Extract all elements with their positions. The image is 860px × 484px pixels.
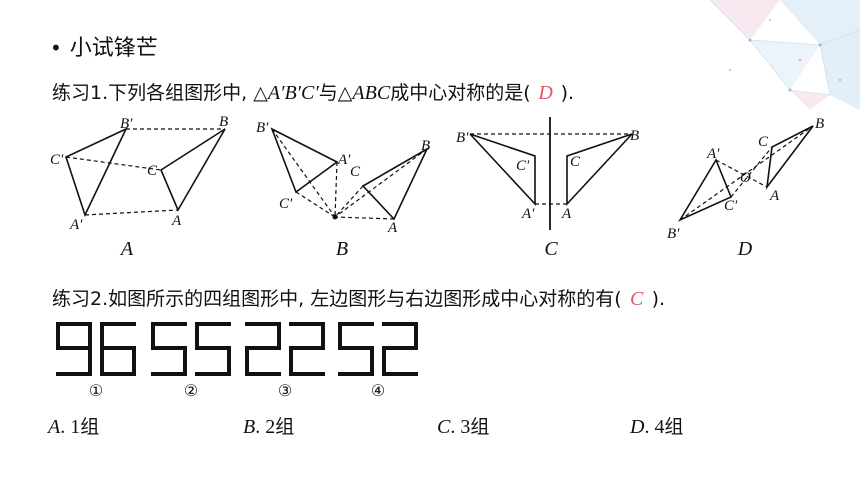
- digit-pair-4: [338, 322, 418, 376]
- exercise-1-mid: 与: [318, 82, 338, 104]
- group-marker-4: ④: [371, 383, 385, 400]
- figure-b-diagram: [270, 127, 429, 221]
- group-marker-1: ①: [89, 383, 103, 400]
- fig-a-label-cprime: C′: [50, 152, 64, 168]
- fig-b-label-b: B: [421, 138, 430, 154]
- fig-c-label-b: B: [630, 128, 639, 144]
- option-d[interactable]: D. 4组: [630, 412, 683, 439]
- option-a[interactable]: A. 1组: [48, 412, 99, 439]
- option-b-letter: B: [243, 416, 256, 438]
- figure-d-diagram: [677, 125, 814, 222]
- exercise-1-text-a: 下列各组图形中,: [108, 82, 254, 104]
- decorative-corner-pattern: [709, 0, 860, 110]
- digit-pair-2: [151, 322, 231, 376]
- fig-a-label-a: A: [171, 213, 182, 229]
- fig-a-label-b: B: [219, 114, 228, 130]
- figure-c-caption: C: [544, 238, 558, 260]
- exercise-2-end: ).: [651, 288, 666, 310]
- fig-d-label-bprime: B′: [667, 226, 680, 242]
- triangle-name-2: ABC: [352, 82, 391, 104]
- triangle-symbol-1: △: [253, 82, 268, 104]
- exercise-2-label: 练习2.: [52, 288, 109, 310]
- figure-d-caption: D: [737, 238, 753, 260]
- section-heading: • 小试锋芒: [50, 30, 158, 62]
- option-d-unit: 组: [664, 416, 684, 438]
- fig-d-label-o: O: [740, 170, 751, 186]
- option-b[interactable]: B. 2组: [243, 412, 294, 439]
- fig-a-label-bprime: B′: [120, 116, 133, 132]
- section-title: 小试锋芒: [69, 36, 158, 61]
- fig-d-label-cprime: C′: [724, 198, 738, 214]
- exercise-2-text: 如图所示的四组图形中, 左边图形与右边图形成中心对称的有(: [108, 288, 622, 310]
- exercise-1-answer: D: [538, 82, 553, 104]
- fig-d-label-aprime: A′: [706, 146, 720, 162]
- fig-b-label-c: C: [350, 164, 361, 180]
- digit-pair-1: [56, 322, 136, 376]
- option-a-unit: 组: [80, 416, 100, 438]
- group-marker-3: ③: [278, 383, 292, 400]
- exercise-1-figures: B′ C′ A′ B C A B′ A′ C′ B C A B′ C′ A′ B…: [50, 114, 824, 242]
- fig-c-label-c: C: [570, 154, 581, 170]
- fig-c-label-cprime: C′: [516, 158, 530, 174]
- fig-d-label-b: B: [815, 116, 824, 132]
- option-c[interactable]: C. 3组: [437, 412, 489, 439]
- fig-b-label-bprime: B′: [256, 120, 269, 136]
- exercise-1-question: 练习1.下列各组图形中, △A′B′C′与△ABC成中心对称的是(D).: [52, 78, 574, 105]
- bullet-point: •: [50, 36, 62, 60]
- fig-c-label-bprime: B′: [456, 130, 469, 146]
- option-c-unit: 组: [470, 416, 490, 438]
- option-a-value: . 1: [60, 416, 81, 438]
- exercise-1-label: 练习1.: [52, 82, 109, 104]
- option-d-letter: D: [630, 416, 645, 438]
- exercise-2-question: 练习2.如图所示的四组图形中, 左边图形与右边图形成中心对称的有( C).: [52, 284, 665, 311]
- option-c-value: . 3: [450, 416, 471, 438]
- figure-a-caption: A: [120, 238, 134, 260]
- figure-c-diagram: [469, 117, 633, 230]
- fig-d-label-c: C: [758, 134, 769, 150]
- fig-c-label-aprime: A′: [521, 206, 535, 222]
- exercise-1-end: ).: [560, 82, 575, 104]
- triangle-symbol-2: △: [337, 82, 353, 104]
- exercise-1-text-b: 成中心对称的是(: [390, 82, 531, 104]
- triangle-name-1: A′B′C′: [267, 82, 319, 104]
- option-c-letter: C: [437, 416, 451, 438]
- fig-a-label-c: C: [147, 163, 158, 179]
- exercise-2-answer: C: [629, 288, 644, 310]
- option-a-letter: A: [48, 416, 61, 438]
- fig-a-label-aprime: A′: [69, 217, 83, 233]
- option-b-value: . 2: [255, 416, 276, 438]
- digit-pairs-figure: ① ② ③ ④: [56, 322, 418, 400]
- fig-b-label-aprime: A′: [337, 152, 351, 168]
- option-d-value: . 4: [644, 416, 665, 438]
- option-b-unit: 组: [275, 416, 295, 438]
- group-marker-2: ②: [184, 383, 198, 400]
- fig-b-label-cprime: C′: [279, 196, 293, 212]
- fig-d-label-a: A: [769, 188, 780, 204]
- figure-b-caption: B: [335, 238, 349, 260]
- fig-b-label-a: A: [387, 220, 398, 236]
- figure-a-diagram: [65, 127, 226, 218]
- answer-options: A. 1组 B. 2组 C. 3组 D. 4组: [48, 412, 808, 440]
- digit-pair-3: [245, 322, 325, 376]
- fig-c-label-a: A: [561, 206, 572, 222]
